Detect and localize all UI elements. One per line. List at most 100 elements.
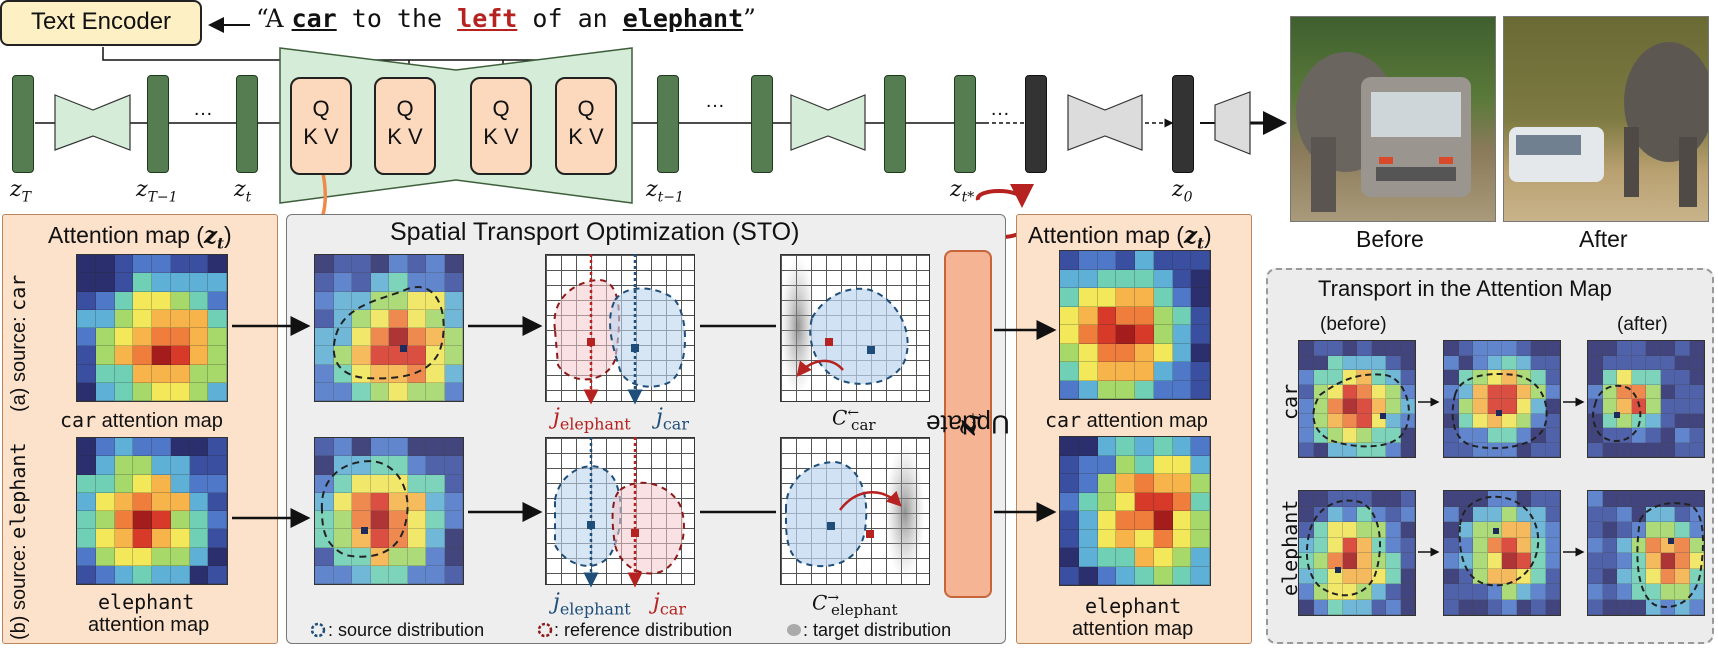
j-car-bottom: jcar <box>653 590 686 619</box>
heatmap-cell <box>133 309 152 328</box>
heatmap-cell <box>1328 355 1343 370</box>
heatmap-cell <box>1060 269 1079 288</box>
heatmap-cell <box>1675 599 1690 615</box>
heatmap-cell <box>352 565 371 584</box>
heatmap-cell <box>1646 413 1661 428</box>
heatmap-cell <box>444 529 463 548</box>
heatmap-cell <box>389 565 408 584</box>
heatmap-left-car <box>76 254 228 402</box>
heatmap-cell <box>1078 566 1098 585</box>
heatmap-cell <box>189 492 209 511</box>
heatmap-cell <box>1660 491 1675 507</box>
heatmap-cell <box>1602 413 1617 428</box>
latent-zT <box>12 75 34 173</box>
heatmap-cell <box>1357 384 1372 399</box>
heatmap-cell <box>1473 568 1488 584</box>
heatmap-cell <box>1386 553 1401 569</box>
heatmap-cell <box>1516 537 1531 553</box>
heatmap-cell <box>208 492 227 511</box>
heatmap-cell <box>389 438 408 457</box>
legend-target: : target distribution <box>803 620 952 640</box>
heatmap-cell <box>208 255 227 274</box>
heatmap-cell <box>1588 341 1603 356</box>
heatmap-left-elephant <box>76 437 228 585</box>
label-zt-star: zt* <box>950 177 975 206</box>
heatmap-cell <box>389 456 408 475</box>
heatmap-cell <box>114 456 134 475</box>
heatmap-cell <box>1473 399 1488 414</box>
heatmap-cell <box>1386 506 1401 522</box>
heatmap-cell <box>1328 370 1343 385</box>
heatmap-cell <box>1357 537 1372 553</box>
heatmap-cell <box>95 309 115 328</box>
latent-zt-1 <box>657 75 679 173</box>
heatmap-cell <box>1675 442 1690 457</box>
heatmap-cell <box>1116 566 1135 585</box>
heatmap-cell <box>1444 584 1459 600</box>
heatmap-cell <box>1487 506 1502 522</box>
photo-after-label: After <box>1579 226 1628 252</box>
heatmap-cell <box>1191 380 1210 399</box>
heatmap-cell <box>95 382 115 401</box>
heatmap-cell <box>1400 442 1415 457</box>
heatmap-cell <box>444 547 463 566</box>
c-elephant-label: C→elephant <box>812 590 898 619</box>
heatmap-cell <box>333 255 352 274</box>
heatmap-cell <box>1400 599 1415 615</box>
latent-zt <box>236 75 258 173</box>
heatmap-cell <box>333 309 352 328</box>
heatmap-cell <box>1172 343 1192 362</box>
heatmap-cell <box>1386 355 1401 370</box>
heatmap-cell <box>315 547 334 566</box>
heatmap-cell <box>1444 341 1459 356</box>
heatmap-cell <box>426 474 445 493</box>
heatmap-cell <box>133 565 152 584</box>
heatmap-cell <box>370 273 389 292</box>
unet-block-1 <box>54 94 131 151</box>
heatmap-cell <box>1588 506 1603 522</box>
j-car-top: jcar <box>656 405 689 434</box>
heatmap-cell <box>1458 384 1473 399</box>
heatmap-cell <box>444 309 463 328</box>
heatmap-cell <box>1386 491 1401 507</box>
heatmap-cell <box>189 273 209 292</box>
heatmap-cell <box>1357 355 1372 370</box>
heatmap-cell <box>1060 306 1079 325</box>
heatmap-cell <box>315 364 334 383</box>
heatmap-right-car <box>1059 250 1211 400</box>
heatmap-cell <box>1473 370 1488 385</box>
heatmap-cell <box>1458 599 1473 615</box>
heatmap-cell <box>1078 511 1098 530</box>
heatmap-cell <box>1660 428 1675 443</box>
heatmap-cell <box>1135 529 1154 548</box>
heatmap-cell <box>389 273 408 292</box>
heatmap-cell <box>1502 599 1517 615</box>
heatmap-cell <box>133 291 152 310</box>
heatmap-cell <box>152 529 171 548</box>
heatmap-cell <box>95 273 115 292</box>
text-encoder-box: Text Encoder <box>0 0 202 46</box>
heatmap-cell <box>1299 428 1314 443</box>
heatmap-cell <box>1078 343 1098 362</box>
heatmap-cell <box>1299 506 1314 522</box>
heatmap-cell <box>152 565 171 584</box>
heatmap-cell <box>1313 442 1328 457</box>
heatmap-cell <box>1135 343 1154 362</box>
heatmap-cell <box>1191 343 1210 362</box>
heatmap-cell <box>1516 384 1531 399</box>
heatmap-cell <box>1386 584 1401 600</box>
heatmap-cell <box>1313 568 1328 584</box>
left-car-map-label: car attention map <box>60 408 223 432</box>
heatmap-cell <box>1191 288 1210 307</box>
heatmap-cell <box>370 456 389 475</box>
heatmap-cell <box>1689 491 1704 507</box>
heatmap-cell <box>1060 251 1079 270</box>
heatmap-cell <box>1386 537 1401 553</box>
heatmap-cell <box>208 291 227 310</box>
sto-title: Spatial Transport Optimization (STO) <box>390 218 800 246</box>
heatmap-cell <box>315 565 334 584</box>
heatmap-cell <box>1172 288 1192 307</box>
heatmap-cell <box>1371 384 1386 399</box>
heatmap-cell <box>1135 548 1154 567</box>
